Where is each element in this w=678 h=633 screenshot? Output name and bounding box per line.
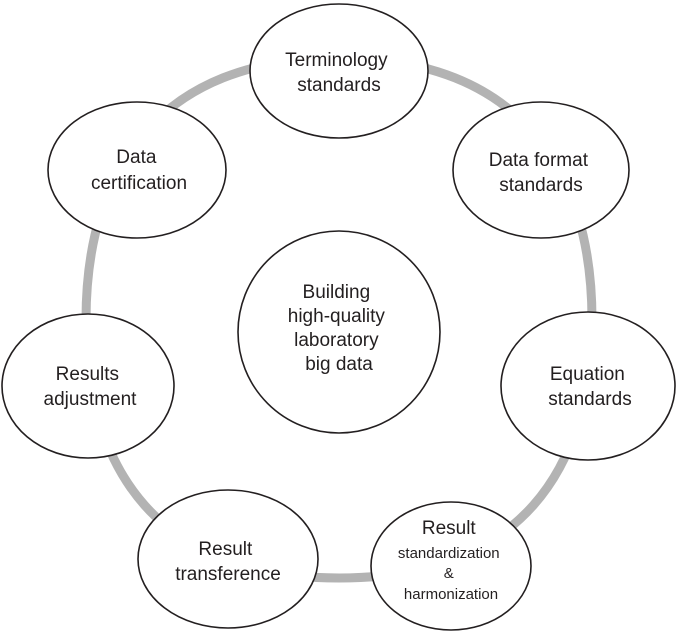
node-data-certification: Data certification [47,101,227,239]
svg-text:Result standardization: Result standardization & harmonization [398,518,504,603]
svg-text:Data certification: Data certification [91,147,187,194]
node-data-certification-ellipse [47,101,227,239]
node-terminology-line-2: standards [297,75,380,96]
node-results-adjustment-line-1: Results [56,364,119,385]
node-equation-standards: Equation standards [500,311,676,461]
node-data-format-line-1: Data format [489,150,589,171]
node-terminology-standards: Terminology standards [249,3,429,139]
svg-text:Results adjustment: Results adjustment [44,364,138,410]
node-results-adjustment-line-2: adjustment [44,389,138,410]
center-line-3: laboratory [294,330,379,351]
node-result-standardization-line-3: & [444,565,454,582]
node-result-transference: Result transference [137,489,319,629]
node-result-standardization-line-2: standardization [398,545,500,562]
node-result-standardization-harmonization: Result standardization & harmonization [370,501,532,631]
node-terminology-line-1: Terminology [285,50,388,71]
node-data-certification-line-2: certification [91,173,187,194]
svg-text:Terminology standards: Terminology standards [285,50,393,96]
node-equation-line-1: Equation [550,364,625,385]
node-terminology-ellipse [249,3,429,139]
center-line-1: Building [303,282,371,303]
center-line-2: high-quality [288,306,386,327]
node-data-format-line-2: standards [499,175,582,196]
node-result-transference-ellipse [137,489,319,629]
node-result-standardization-line-4: harmonization [404,586,498,603]
center-node-building-big-data: Building high-quality laboratory big dat… [237,230,441,434]
node-result-standardization-line-1: Result [422,518,477,539]
node-data-format-ellipse [452,101,630,239]
node-data-certification-line-1: Data [116,147,157,168]
node-results-adjustment-ellipse [1,313,175,459]
node-result-standardization-ellipse [370,501,532,631]
node-result-transference-line-1: Result [198,539,253,560]
node-result-transference-line-2: transference [175,564,281,585]
center-node-circle [237,230,441,434]
svg-text:Building high-quality: Building high-quality laboratory big dat… [288,282,390,375]
node-data-format-standards: Data format standards [452,101,630,239]
svg-text:Result transference: Result transference [175,539,281,585]
node-equation-line-2: standards [548,389,631,410]
svg-text:Equation standards: Equation standards [548,364,631,410]
node-results-adjustment: Results adjustment [1,313,175,459]
center-line-4: big data [305,354,373,375]
svg-text:Data format standards: Data format standards [489,150,594,196]
node-equation-ellipse [500,311,676,461]
